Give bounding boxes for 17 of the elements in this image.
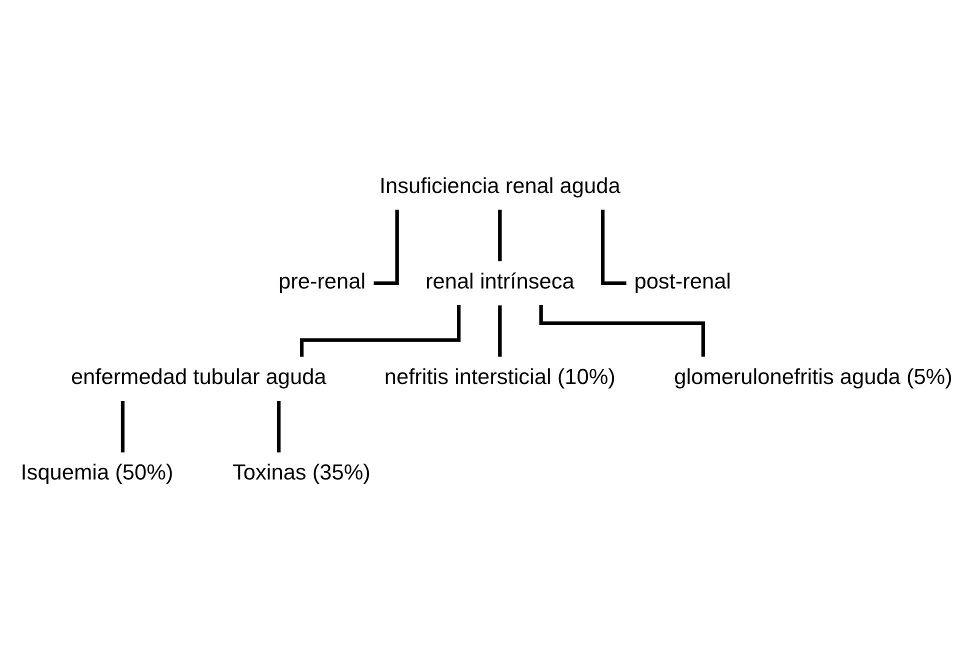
node-text: post-renal [634, 268, 732, 294]
node-text: pre-renal [278, 268, 366, 294]
node-text: enfermedad tubular aguda [70, 364, 326, 390]
connector [600, 210, 626, 286]
node-text: Toxinas (35%) [232, 460, 370, 485]
connector [374, 210, 399, 286]
node-text: Isquemia (50%) [20, 460, 174, 485]
connector [539, 305, 705, 357]
node-text: renal intrínseca [426, 268, 574, 294]
node-text: nefritis intersticial (10%) [384, 364, 616, 390]
connector [498, 210, 502, 262]
connector [300, 305, 461, 357]
node-text: glomerulonefritis aguda (5%) [674, 364, 952, 390]
node-text: Insuficiencia renal aguda [380, 172, 620, 198]
connector [120, 400, 125, 452]
connector [498, 305, 502, 357]
connector [276, 400, 281, 452]
